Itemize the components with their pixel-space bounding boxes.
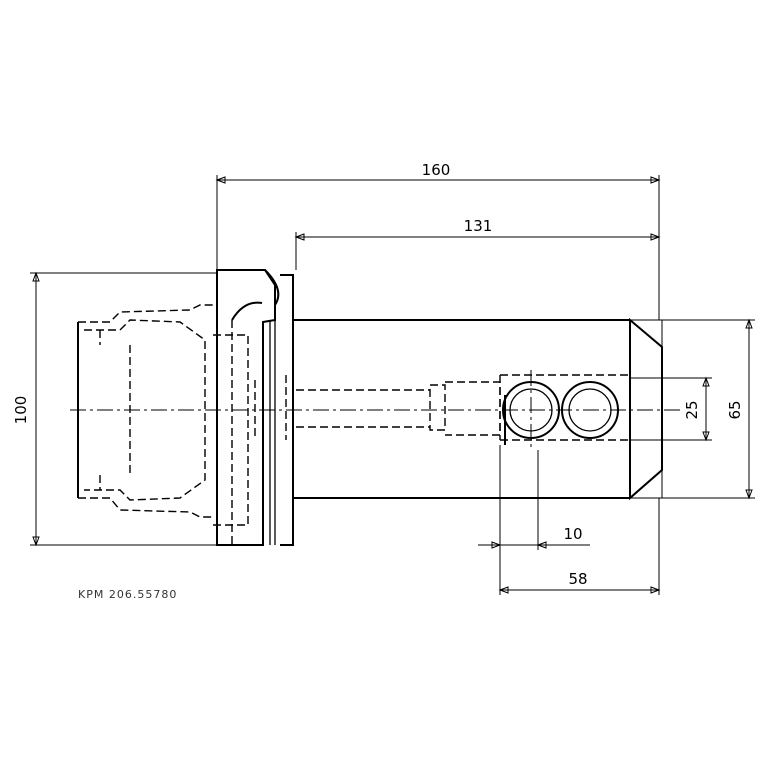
dim-131-label: 131 <box>464 217 493 235</box>
dim-65: 65 <box>662 318 755 500</box>
dim-131: 131 <box>294 217 661 270</box>
dim-25-label: 25 <box>683 400 701 419</box>
coupling-profile <box>77 304 213 518</box>
dim-65-label: 65 <box>726 400 744 419</box>
dim-58-label: 58 <box>568 570 587 588</box>
part-code: KPM 206.55780 <box>78 588 177 601</box>
dim-58: 58 <box>498 498 661 595</box>
dim-25: 25 <box>630 376 712 442</box>
dim-100: 100 <box>12 271 217 547</box>
holder-body <box>213 269 294 546</box>
dim-10: 10 <box>478 445 590 595</box>
dim-100-label: 100 <box>12 396 30 425</box>
dim-10-label: 10 <box>563 525 582 543</box>
dim-160-label: 160 <box>422 161 451 179</box>
dim-160: 160 <box>215 161 661 320</box>
shank <box>285 317 663 501</box>
